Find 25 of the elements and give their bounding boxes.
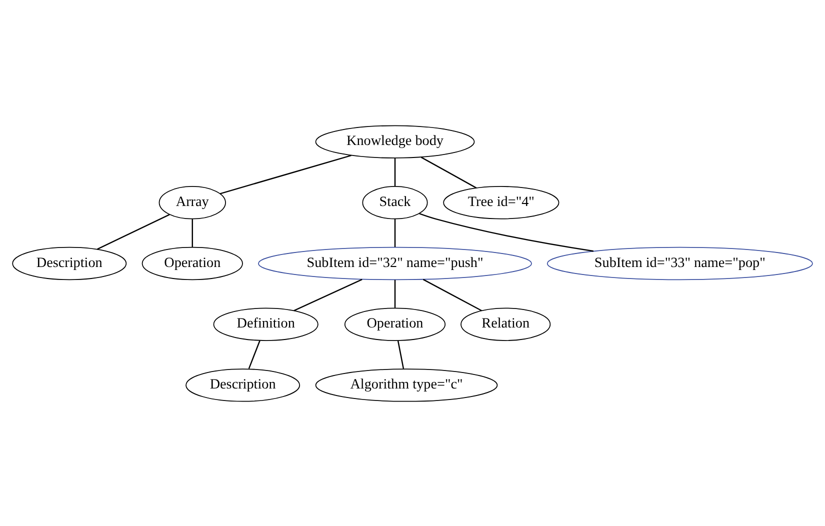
node-ellipse: Description (12, 246, 127, 280)
connector (419, 212, 594, 252)
connector (248, 340, 260, 368)
connector (420, 156, 477, 188)
node-ellipse: Stack (362, 186, 428, 219)
connector (422, 278, 482, 311)
connector (394, 218, 396, 246)
connector (220, 154, 352, 194)
node-ellipse: Operation (142, 246, 243, 280)
node-ellipse: Operation (344, 307, 446, 340)
node-ellipse: Array (158, 186, 226, 219)
node-ellipse: Definition (213, 307, 318, 340)
connector (394, 279, 396, 308)
node-ellipse: Algorithm type="c" (315, 368, 498, 402)
connector (397, 340, 404, 368)
node-ellipse: SubItem id="32" name="push" (258, 246, 532, 280)
node-ellipse: Knowledge body (315, 124, 475, 158)
connector (394, 158, 396, 186)
node-ellipse: Description (186, 368, 300, 402)
connector (192, 218, 193, 246)
node-ellipse: Relation (460, 307, 551, 340)
node-ellipse: SubItem id="33" name="pop" (546, 246, 813, 280)
connector (294, 278, 362, 311)
node-ellipse: Tree id="4" (443, 186, 560, 219)
connector (97, 213, 170, 250)
